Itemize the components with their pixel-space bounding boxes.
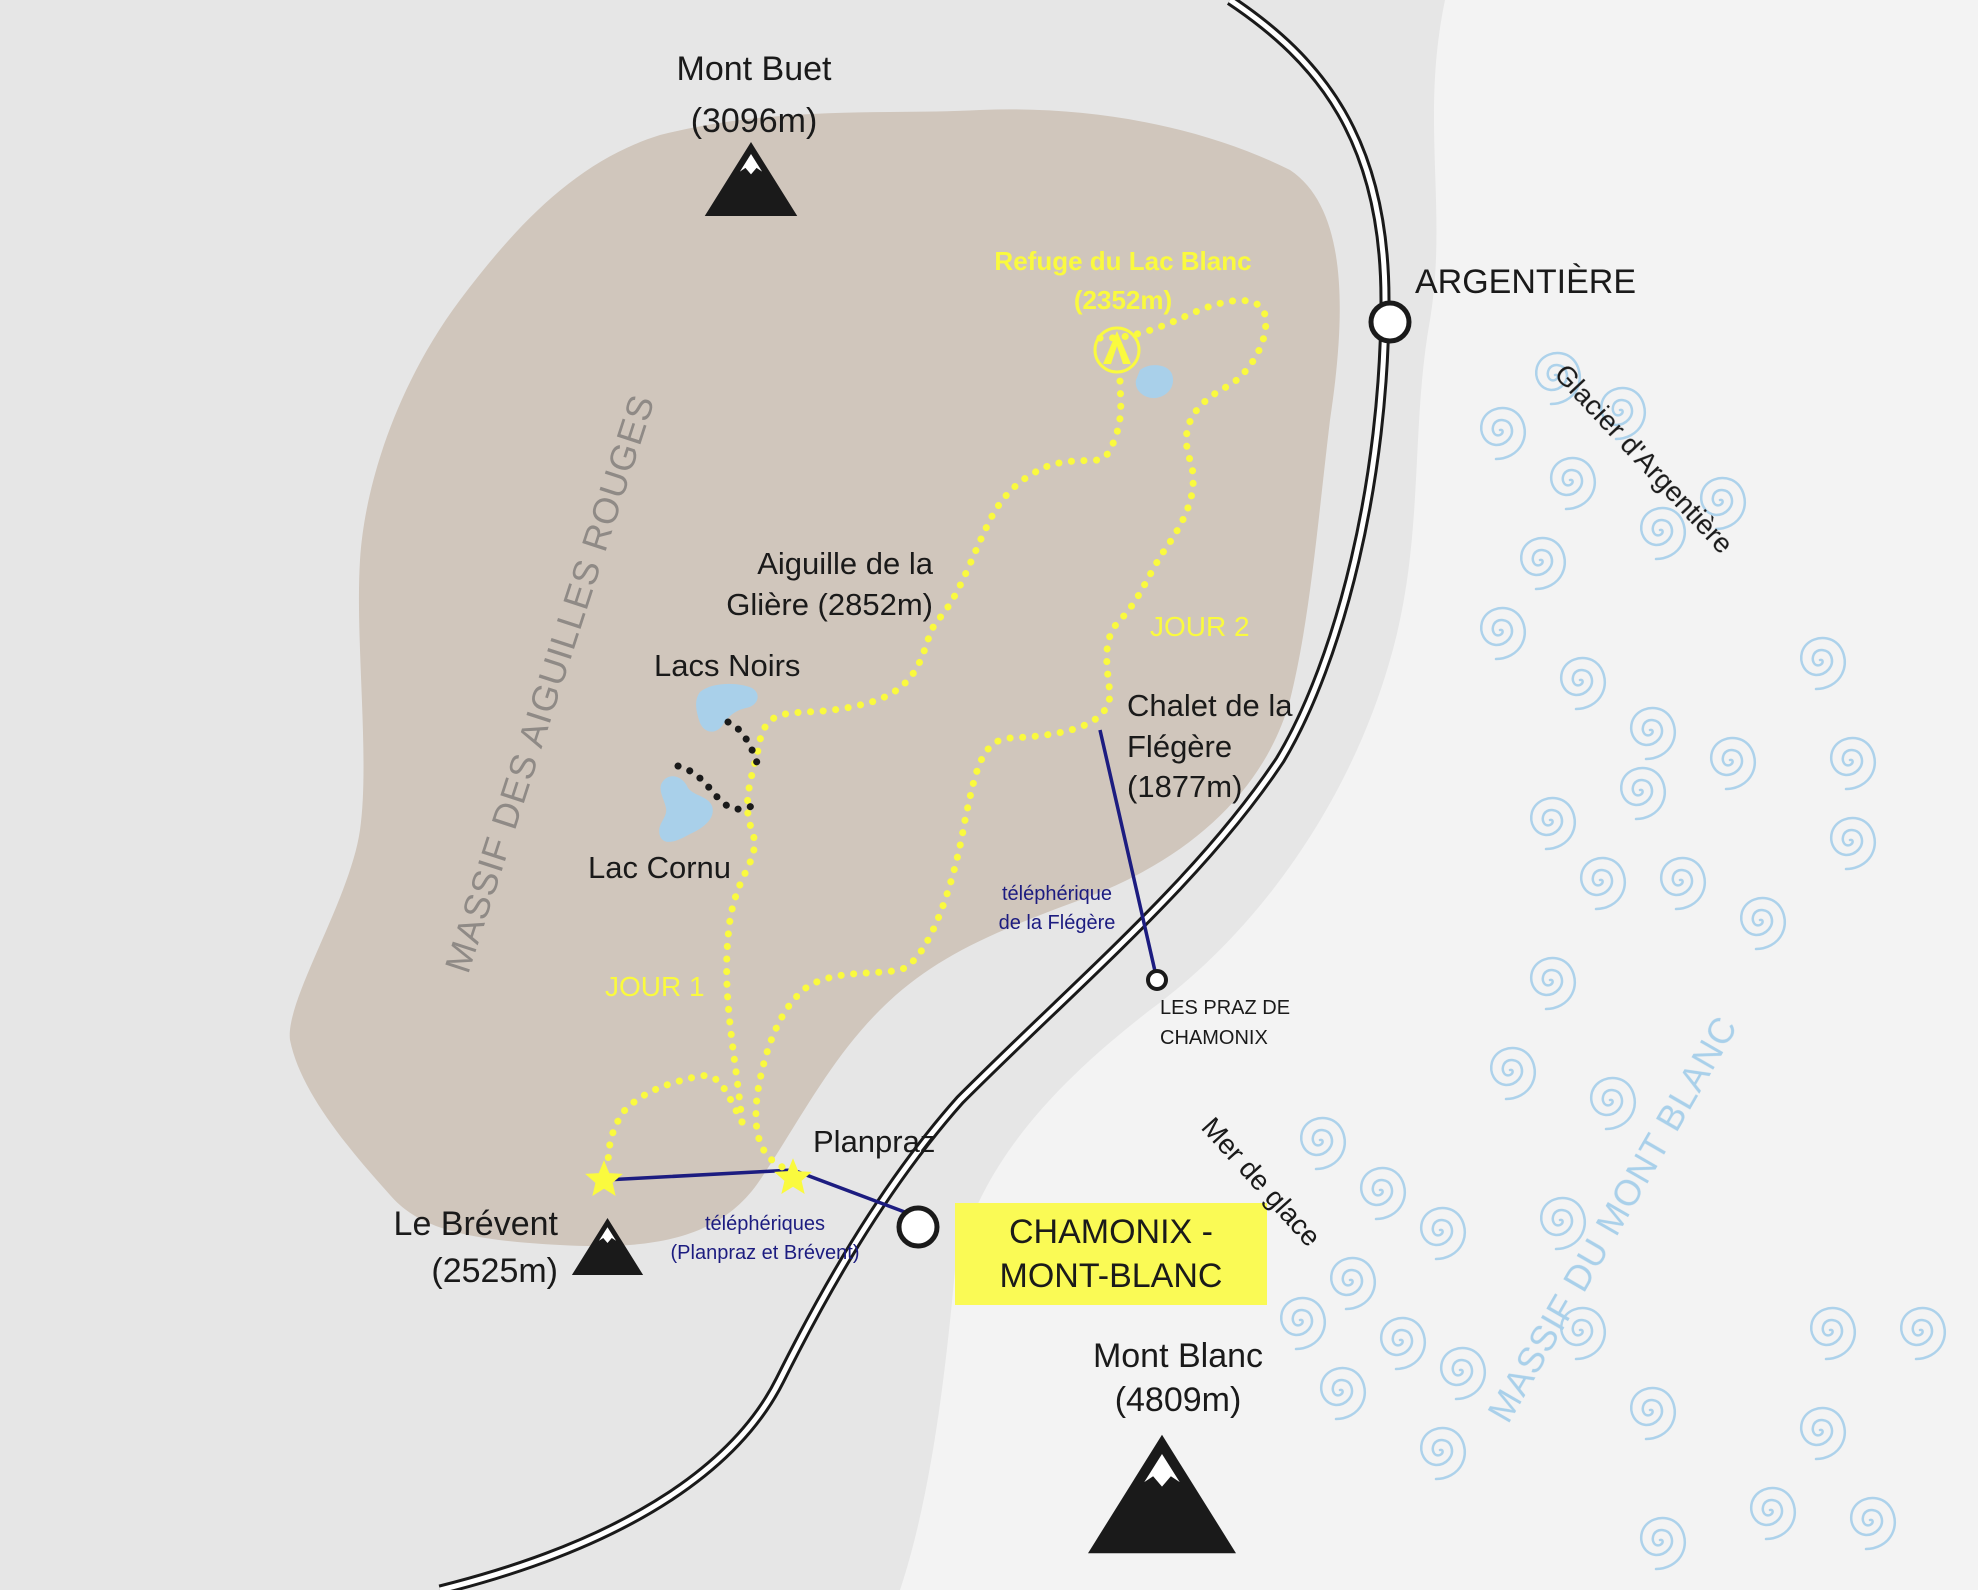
aiguilles-rouges-massif-area — [289, 109, 1340, 1247]
refuge-tent-icon — [1093, 326, 1141, 374]
mont-blanc-massif-area — [900, 0, 1978, 1590]
lac-cornu-label: Lac Cornu — [588, 850, 731, 885]
lac-cornu-lake — [659, 776, 713, 842]
chalet-flegere-label-line1: Chalet de la — [1127, 688, 1293, 723]
planpraz-brevent-cable-car-label-line1: téléphériques — [705, 1213, 825, 1235]
mont-blanc-altitude: (4809m) — [1115, 1381, 1242, 1419]
refuge-altitude: (2352m) — [1074, 285, 1172, 315]
trail-day1-brevent-loop — [604, 1072, 746, 1172]
chalet-flegere-label-line2: Flégère — [1127, 729, 1232, 764]
stage-day1-label: JOUR 1 — [605, 971, 705, 1002]
mont-buet-altitude: (3096m) — [691, 102, 818, 140]
flegere-cable-car-line — [1098, 729, 1159, 981]
les-praz-label-line2: CHAMONIX — [1160, 1027, 1268, 1049]
le-brevent-altitude: (2525m) — [431, 1252, 558, 1290]
argentiere-label: ARGENTIÈRE — [1415, 263, 1636, 301]
trail-day2-descent — [752, 297, 1270, 1174]
les-praz-label-line1: LES PRAZ DE — [1160, 997, 1290, 1019]
les-praz-station-marker — [1146, 969, 1168, 991]
aiguille-gliere-label-line2: Glière (2852m) — [726, 587, 933, 622]
trail-lacs-noirs-branch — [724, 718, 762, 770]
lacs-noirs-label: Lacs Noirs — [654, 648, 800, 683]
refuge-name: Refuge du Lac Blanc — [994, 246, 1251, 276]
railway-line — [438, 0, 1391, 1590]
planpraz-brevent-cable-car-label-line2: (Planpraz et Brévent) — [671, 1242, 860, 1264]
chamonix-highlight-box — [955, 1203, 1267, 1305]
mont-blanc-name: Mont Blanc — [1093, 1337, 1263, 1375]
lacs-noirs-lake — [696, 683, 758, 732]
flegere-cable-car-label-line1: téléphérique — [1002, 883, 1112, 905]
le-brevent-name: Le Brévent — [394, 1205, 559, 1243]
stage-day2-label: JOUR 2 — [1150, 611, 1250, 642]
chamonix-label-line2: MONT-BLANC — [1000, 1257, 1223, 1295]
trail-day1-ascent — [723, 376, 1125, 1126]
aiguille-gliere-label-line1: Aiguille de la — [757, 546, 934, 581]
chalet-flegere-label-line3: (1877m) — [1127, 769, 1242, 804]
argentiere-station-marker — [1368, 300, 1412, 344]
chamonix-station-marker — [896, 1205, 940, 1249]
chamonix-label-line1: CHAMONIX - — [1009, 1213, 1213, 1251]
flegere-cable-car-label-line2: de la Flégère — [999, 912, 1116, 934]
lac-blanc-lake — [1135, 365, 1174, 399]
mont-buet-name: Mont Buet — [677, 50, 833, 88]
planpraz-label: Planpraz — [813, 1124, 935, 1159]
